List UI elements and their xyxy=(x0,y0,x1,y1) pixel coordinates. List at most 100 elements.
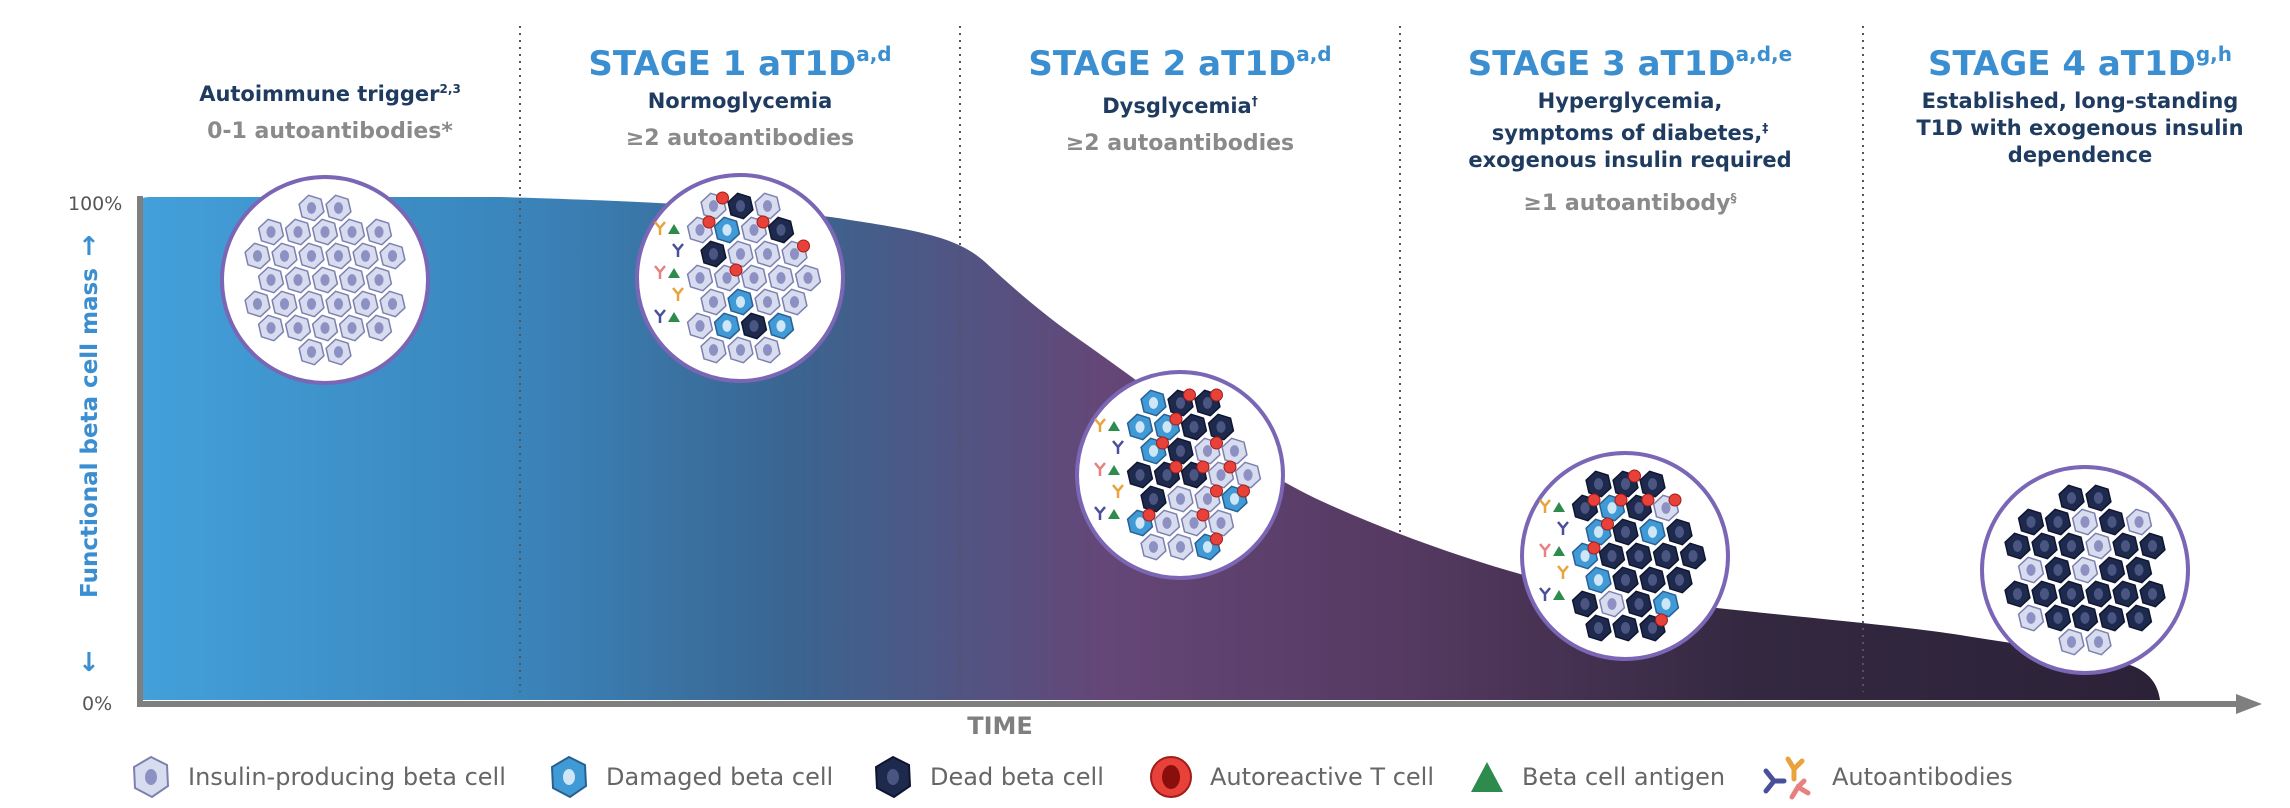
dead-beta-cell-nucleus xyxy=(1647,622,1658,634)
healthy-beta-cell-nucleus xyxy=(306,202,317,214)
damaged-beta-cell-nucleus xyxy=(776,320,786,332)
healthy-beta-cell-nucleus xyxy=(360,298,371,310)
t-cell xyxy=(1156,436,1169,450)
healthy-beta-cell-nucleus xyxy=(293,322,303,334)
t-cell xyxy=(1183,388,1196,402)
healthy-beta-cell-nucleus xyxy=(2093,636,2104,648)
beta-cell-antigen xyxy=(1108,421,1120,431)
healthy-beta-cell-nucleus xyxy=(735,248,746,260)
damaged-beta-cell-nucleus xyxy=(1593,526,1604,538)
t-cell xyxy=(1237,484,1250,498)
dead-beta-cell-nucleus xyxy=(2053,612,2063,624)
healthy-beta-cell-nucleus xyxy=(1216,517,1226,529)
stage-title: STAGE 2 aT1Da,d xyxy=(1028,42,1332,84)
dead-beta-cell-nucleus xyxy=(2066,492,2077,504)
autoantibody xyxy=(1094,506,1106,520)
healthy-beta-cell-nucleus xyxy=(266,274,276,286)
y-axis-down-arrow: ↓ xyxy=(78,648,100,678)
healthy-beta-cell-nucleus xyxy=(1202,493,1213,505)
dead-beta-cell-nucleus xyxy=(2080,612,2090,624)
stage-title: STAGE 4 aT1Dg,h xyxy=(1928,42,2232,84)
t-cell xyxy=(716,191,729,205)
dead-beta-cell-nucleus xyxy=(2066,588,2077,600)
autoantibody xyxy=(654,309,666,323)
healthy-beta-cell-nucleus xyxy=(252,298,263,310)
damaged-beta-cell-nucleus xyxy=(1229,493,1240,505)
damaged-beta-cell-nucleus xyxy=(722,320,732,332)
damaged-beta-cell-nucleus xyxy=(1580,550,1590,562)
dead-beta-cell-nucleus xyxy=(1688,550,1698,562)
damaged-beta-cell-nucleus xyxy=(1148,397,1159,409)
dead-beta-cell-nucleus xyxy=(1674,574,1685,586)
stage-subtitle: Autoimmune trigger2,3 xyxy=(199,82,461,106)
legend-item-antigen: Beta cell antigen xyxy=(1468,752,1725,802)
healthy-beta-cell-icon xyxy=(132,755,170,799)
dead-beta-cell-nucleus xyxy=(2066,540,2077,552)
autoantibody xyxy=(1539,587,1551,601)
y-axis-up-arrow: ↑ xyxy=(78,232,100,262)
autoantibody xyxy=(1539,543,1551,557)
damaged-beta-cell-nucleus xyxy=(1607,502,1617,514)
healthy-beta-cell-nucleus xyxy=(347,226,357,238)
healthy-beta-cell-nucleus xyxy=(1175,493,1186,505)
damaged-beta-cell-nucleus xyxy=(1661,598,1671,610)
healthy-beta-cell-nucleus xyxy=(266,322,276,334)
autoantibody xyxy=(1094,418,1106,432)
stage-autoantibodies: 0-1 autoantibodies* xyxy=(207,119,453,144)
dead-beta-cell-nucleus xyxy=(1607,550,1617,562)
healthy-beta-cell-nucleus xyxy=(789,296,800,308)
dead-beta-cell-nucleus xyxy=(2147,588,2158,600)
stage-subtitle: Normoglycemia xyxy=(647,89,833,113)
dead-beta-cell-nucleus xyxy=(1580,598,1590,610)
autoantibody xyxy=(672,243,684,257)
healthy-beta-cell-nucleus xyxy=(1189,517,1199,529)
dead-beta-cell-nucleus xyxy=(749,320,759,332)
t-cell xyxy=(1169,460,1183,474)
dead-beta-cell-nucleus xyxy=(1189,469,1199,481)
dead-beta-cell-nucleus xyxy=(776,224,786,236)
beta-cell-antigen xyxy=(1553,502,1565,512)
y-axis-label: Functional beta cell mass xyxy=(77,268,103,598)
legend-item-healthy: Insulin-producing beta cell xyxy=(130,752,506,802)
t-cell xyxy=(1587,541,1601,555)
t-cell xyxy=(1223,460,1237,474)
autoantibody xyxy=(1094,462,1106,476)
dead-beta-cell-nucleus xyxy=(2147,540,2158,552)
t-cell xyxy=(797,239,810,253)
healthy-beta-cell-nucleus xyxy=(293,274,303,286)
stage-subtitle: Dysglycemia† xyxy=(1102,94,1258,118)
autoantibody xyxy=(654,221,666,235)
dead-beta-cell-nucleus xyxy=(1580,502,1590,514)
dead-beta-cell-nucleus xyxy=(1634,502,1644,514)
healthy-beta-cell-nucleus xyxy=(735,344,746,356)
damaged-beta-cell-nucleus xyxy=(1202,541,1213,553)
stage-header-4: STAGE 4 aT1Dg,h Established, long-standi… xyxy=(1880,34,2280,169)
healthy-beta-cell-nucleus xyxy=(695,320,705,332)
healthy-beta-cell-nucleus xyxy=(722,272,732,284)
healthy-beta-cell-nucleus xyxy=(762,344,773,356)
stage-subtitle-line: exogenous insulin required xyxy=(1468,148,1792,172)
healthy-beta-cell-nucleus xyxy=(306,298,317,310)
antigen-triangle-icon xyxy=(1471,762,1503,792)
healthy-beta-cell-nucleus xyxy=(762,296,773,308)
legend: Insulin-producing beta cell Damaged beta… xyxy=(130,752,2230,802)
dead-beta-cell-nucleus xyxy=(2039,588,2050,600)
beta-cell-antigen xyxy=(668,312,680,322)
healthy-beta-cell-nucleus xyxy=(749,272,759,284)
healthy-beta-cell-nucleus xyxy=(320,322,330,334)
dead-beta-cell-nucleus xyxy=(1162,469,1172,481)
stage-autoantibodies: ≥1 autoantibody§ xyxy=(1523,191,1737,216)
healthy-beta-cell-nucleus xyxy=(762,248,773,260)
healthy-beta-cell-nucleus xyxy=(762,200,773,212)
healthy-beta-cell-nucleus xyxy=(374,226,384,238)
t-cell xyxy=(1628,469,1641,483)
t-cell xyxy=(1210,388,1223,402)
dead-beta-cell-nucleus xyxy=(1189,421,1199,433)
healthy-beta-cell-nucleus xyxy=(1175,541,1186,553)
healthy-beta-cell-nucleus xyxy=(695,224,705,236)
t-cell xyxy=(1169,412,1183,426)
healthy-beta-cell-nucleus xyxy=(1148,541,1159,553)
dead-beta-cell-nucleus xyxy=(2107,612,2117,624)
healthy-beta-cell-nucleus xyxy=(252,250,263,262)
dead-beta-cell-nucleus xyxy=(2053,564,2063,576)
